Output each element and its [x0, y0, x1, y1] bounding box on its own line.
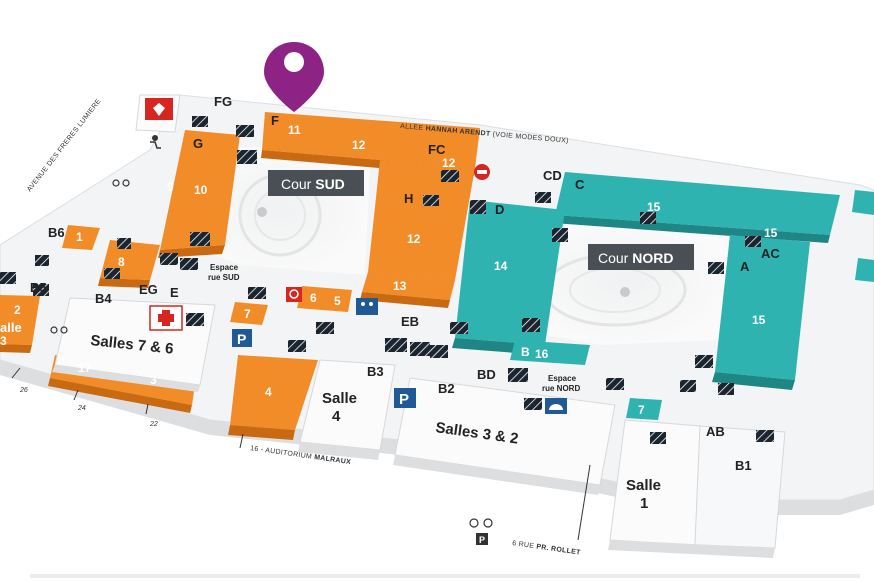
entrances: 26 24 22 [11, 367, 591, 541]
svg-text:rue NORD: rue NORD [542, 384, 580, 393]
room-15: 15 [764, 226, 778, 240]
svg-text:F: F [271, 113, 279, 128]
stair-icons [0, 116, 774, 444]
svg-text:Cour SUD: Cour SUD [281, 176, 345, 192]
cour-nord-label: Cour NORD [588, 244, 694, 270]
room-b: B [521, 345, 530, 359]
room-13: 13 [393, 279, 407, 293]
room-14: 14 [494, 259, 508, 273]
room-9: 9 [167, 180, 174, 194]
room-12: 12 [442, 156, 456, 170]
espace-labels: Espace rue SUD Espace rue NORD [208, 263, 580, 393]
first-aid-icon [149, 305, 183, 331]
room-16: 16 [535, 347, 549, 361]
svg-text:P: P [399, 391, 409, 408]
frame-shadow [30, 574, 860, 578]
svg-text:FG: FG [214, 94, 232, 109]
svg-text:B3: B3 [367, 364, 384, 379]
svg-text:C: C [575, 177, 585, 192]
svg-text:B6: B6 [48, 225, 65, 240]
svg-text:G: G [193, 136, 203, 151]
restaurant-icon [545, 398, 567, 414]
room-6: 6 [310, 291, 317, 305]
svg-text:B5: B5 [30, 280, 47, 295]
svg-text:P: P [237, 331, 246, 347]
svg-text:EB: EB [401, 314, 419, 329]
svg-text:CD: CD [543, 168, 562, 183]
svg-text:6 RUE PR. ROLLET: 6 RUE PR. ROLLET [512, 540, 582, 557]
svg-text:Espace: Espace [548, 374, 577, 383]
room-10: 10 [194, 183, 208, 197]
svg-text:P: P [479, 535, 485, 545]
no-entry-icon [474, 164, 490, 180]
svg-text:FC: FC [428, 142, 446, 157]
svg-text:AVENUE DES FRERES LUMIERE: AVENUE DES FRERES LUMIERE [26, 98, 103, 193]
parking-icon: P P [232, 329, 416, 408]
svg-text:4: 4 [332, 408, 341, 425]
lift-icon [286, 287, 302, 302]
toilets-icon [356, 298, 378, 315]
svg-text:AB: AB [706, 424, 725, 439]
building-south-orange[interactable] [0, 112, 480, 440]
svg-text:24: 24 [77, 405, 86, 412]
room-5: 5 [334, 294, 341, 308]
svg-text:22: 22 [149, 421, 158, 428]
svg-text:3: 3 [0, 334, 7, 348]
bicycle-icon: P [50, 179, 493, 545]
room-3: 3 [150, 373, 157, 387]
svg-text:Espace: Espace [210, 263, 239, 272]
room-11: 11 [288, 123, 301, 137]
room-7: 7 [638, 403, 645, 417]
map-pin-icon[interactable] [264, 42, 324, 112]
room-15: 15 [752, 313, 766, 327]
svg-text:26: 26 [19, 387, 28, 394]
cour-sud-label: Cour SUD [268, 170, 364, 196]
svg-text:alle: alle [0, 320, 22, 335]
building-letters: FG F G FC H CD C D AC A B6 B5 B4 EG E EB… [30, 94, 780, 473]
room-17: 17 [78, 361, 92, 375]
room-7: 7 [244, 307, 251, 321]
room-2: 2 [14, 303, 21, 317]
svg-text:1: 1 [640, 495, 648, 512]
accessibility-icon [150, 135, 161, 149]
svg-text:B4: B4 [95, 291, 112, 306]
svg-text:AC: AC [761, 246, 780, 261]
svg-text:rue SUD: rue SUD [208, 273, 240, 282]
room-12: 12 [352, 138, 366, 152]
svg-text:B2: B2 [438, 381, 455, 396]
defibrillator-icon [145, 98, 173, 120]
svg-text:B1: B1 [735, 458, 752, 473]
svg-text:D: D [495, 202, 504, 217]
room-1: 1 [76, 230, 83, 244]
room-4: 4 [265, 385, 272, 399]
svg-text:A: A [740, 259, 750, 274]
room-numbers: 11 12 12 12 9 10 8 1 2 13 14 15 15 15 6 … [14, 123, 778, 417]
room-8: 8 [118, 255, 125, 269]
svg-text:E: E [170, 285, 179, 300]
svg-text:EG: EG [139, 282, 158, 297]
salle-1-label: Salle [626, 477, 661, 494]
svg-text:Cour NORD: Cour NORD [598, 250, 673, 266]
svg-text:H: H [404, 191, 413, 206]
svg-text:BD: BD [477, 367, 496, 382]
salle-4-label: Salle [322, 390, 357, 407]
room-15: 15 [647, 200, 661, 214]
room-12: 12 [407, 232, 421, 246]
